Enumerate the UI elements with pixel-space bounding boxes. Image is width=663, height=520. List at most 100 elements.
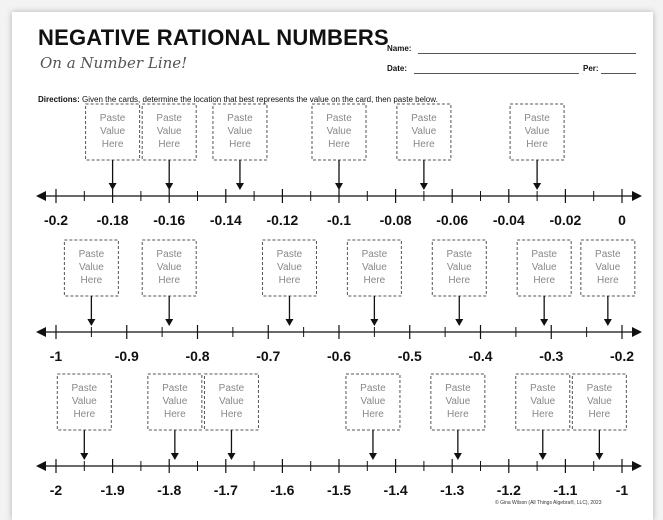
line-3-card-pointer-head [227,453,236,460]
directions-label: Directions: [38,95,80,104]
line-3-paste-card-text: Paste [530,383,556,394]
line-3-card-pointer-head [538,453,547,460]
line-2-paste-card-text: Here [158,275,180,286]
line-3-paste-card-text: Value [530,396,555,407]
line-3-paste-card-text: Paste [587,383,613,394]
line-3-paste-card-text: Here [221,409,243,420]
line-3-paste-card-text: Value [219,396,244,407]
line-1-paste-card-text: Value [411,126,436,137]
line-3-paste-card-text: Here [589,409,611,420]
line-2-card-pointer-head [603,319,612,326]
period-label: Per: [583,64,599,73]
line-2-paste-card-text: Paste [79,249,105,260]
line-3-tick-label: -1.7 [214,482,238,498]
line-2-paste-card-text: Paste [595,249,621,260]
directions-text: Given the cards, determine the location … [82,95,438,104]
line-2-paste-card-text: Paste [531,249,557,260]
line-2-tick-label: -0.6 [327,348,351,364]
line-3-tick-label: -1.6 [270,482,294,498]
line-2-card-pointer-head [455,319,464,326]
line-3-card-pointer-head [595,453,604,460]
line-2-right-arrow [632,327,642,337]
line-1-paste-card-text: Paste [524,113,550,124]
line-1-tick-label: -0.16 [153,212,185,228]
line-3-tick-label: -1.1 [553,482,577,498]
line-3-card-pointer-head [453,453,462,460]
line-3-paste-card-text: Value [587,396,612,407]
line-1-tick-label: -0.04 [493,212,525,228]
line-1-paste-card-text: Here [229,139,251,150]
line-1-paste-card-text: Here [102,139,124,150]
line-1-paste-card-text: Here [158,139,180,150]
name-field[interactable] [418,53,636,54]
copyright-notice: © Gina Wilson (All Things Algebra®, LLC)… [495,500,602,506]
line-3-paste-card-text: Paste [72,383,98,394]
line-3-paste-card-text: Here [532,409,554,420]
date-field[interactable] [414,73,579,74]
line-2-paste-card-text: Paste [277,249,303,260]
line-1-paste-card-text: Paste [227,113,253,124]
line-1-paste-card-text: Paste [411,113,437,124]
line-1-tick-label: -0.06 [436,212,468,228]
line-2-paste-card-text: Value [79,262,104,273]
line-1-paste-card-text: Value [228,126,253,137]
line-1-paste-card-text: Here [526,139,548,150]
line-2-card-pointer-head [370,319,379,326]
line-1-tick-label: -0.02 [549,212,581,228]
line-2-paste-card-text: Value [362,262,387,273]
line-3-paste-card-text: Value [162,396,187,407]
line-3-tick-label: -1.4 [384,482,408,498]
line-2-paste-card-text: Paste [362,249,388,260]
line-2-tick-label: -0.7 [256,348,280,364]
line-3-tick-label: -1.8 [157,482,181,498]
period-field[interactable] [601,73,636,74]
line-1-tick-label: -0.08 [380,212,412,228]
line-3-right-arrow [632,461,642,471]
line-3-card-pointer-head [368,453,377,460]
line-2-tick-label: -0.3 [539,348,563,364]
line-2-card-pointer-head [165,319,174,326]
line-1-paste-card-text: Paste [326,113,352,124]
line-2-paste-card-text: Paste [156,249,182,260]
line-3-paste-card-text: Here [362,409,384,420]
line-3-tick-label: -1.9 [101,482,125,498]
line-2-tick-label: -1 [50,348,63,364]
line-1-tick-label: -0.14 [210,212,242,228]
line-1-card-pointer-head [235,183,244,190]
line-2-paste-card-text: Value [532,262,557,273]
line-1-paste-card-text: Here [413,139,435,150]
line-2-paste-card-text: Value [157,262,182,273]
line-3-card-pointer-head [80,453,89,460]
line-1-tick-label: 0 [618,212,626,228]
line-2-card-pointer-head [285,319,294,326]
line-3-left-arrow [36,461,46,471]
line-1-right-arrow [632,191,642,201]
name-label: Name: [387,44,412,53]
line-3-tick-label: -1 [616,482,629,498]
line-1-paste-card-text: Value [327,126,352,137]
line-2-paste-card-text: Value [595,262,620,273]
line-3-paste-card-text: Paste [445,383,471,394]
line-3-tick-label: -1.3 [440,482,464,498]
line-2-tick-label: -0.4 [468,348,492,364]
line-1-paste-card-text: Paste [156,113,182,124]
line-3-paste-card-text: Here [447,409,469,420]
line-1-card-pointer-head [419,183,428,190]
line-1-card-pointer-head [108,183,117,190]
line-2-paste-card-text: Here [597,275,619,286]
page-subtitle: On a Number Line! [40,54,188,72]
line-3-paste-card-text: Here [73,409,95,420]
line-3-paste-card-text: Value [445,396,470,407]
line-1-tick-label: -0.1 [327,212,351,228]
line-1-paste-card-text: Value [525,126,550,137]
line-2-paste-card-text: Paste [446,249,472,260]
line-2-paste-card-text: Value [277,262,302,273]
line-3-tick-label: -2 [50,482,63,498]
line-1-paste-card-text: Here [328,139,350,150]
directions: Directions: Given the cards, determine t… [38,95,618,104]
line-3-tick-label: -1.5 [327,482,351,498]
line-1-tick-label: -0.2 [44,212,68,228]
line-1-card-pointer-head [165,183,174,190]
line-1-tick-label: -0.18 [97,212,129,228]
